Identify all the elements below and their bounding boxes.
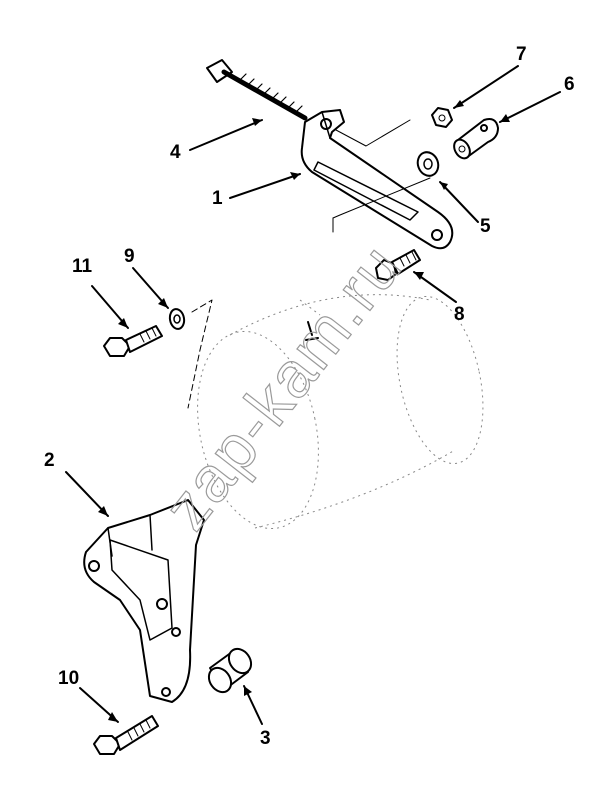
callout-1: 1 (212, 188, 223, 209)
sleeve-spacer (207, 647, 253, 694)
centerline-left (187, 299, 213, 409)
long-bolt (206, 59, 308, 121)
callout-4: 4 (170, 142, 181, 163)
threaded-spacer (453, 118, 499, 160)
bushing (332, 119, 440, 233)
callout-9: 9 (124, 246, 135, 267)
callout-10: 10 (58, 668, 79, 689)
alternator-body-outline (197, 294, 484, 530)
callout-8: 8 (454, 304, 465, 325)
callout-5: 5 (480, 216, 491, 237)
watermark: zap-kam.ru (150, 230, 416, 542)
nut (431, 107, 453, 128)
mounting-bracket (83, 499, 205, 703)
callout-11: 11 (72, 256, 93, 277)
bolt-left (103, 325, 163, 357)
callout-2: 2 (44, 450, 55, 471)
bolt-lower (93, 715, 159, 755)
leader-arrows (65, 65, 561, 725)
bolt-upper (375, 249, 421, 281)
callout-6: 6 (564, 74, 575, 95)
callout-3: 3 (260, 728, 271, 749)
callout-7: 7 (516, 44, 527, 65)
adjusting-bracket (300, 109, 454, 250)
washer (168, 308, 186, 330)
